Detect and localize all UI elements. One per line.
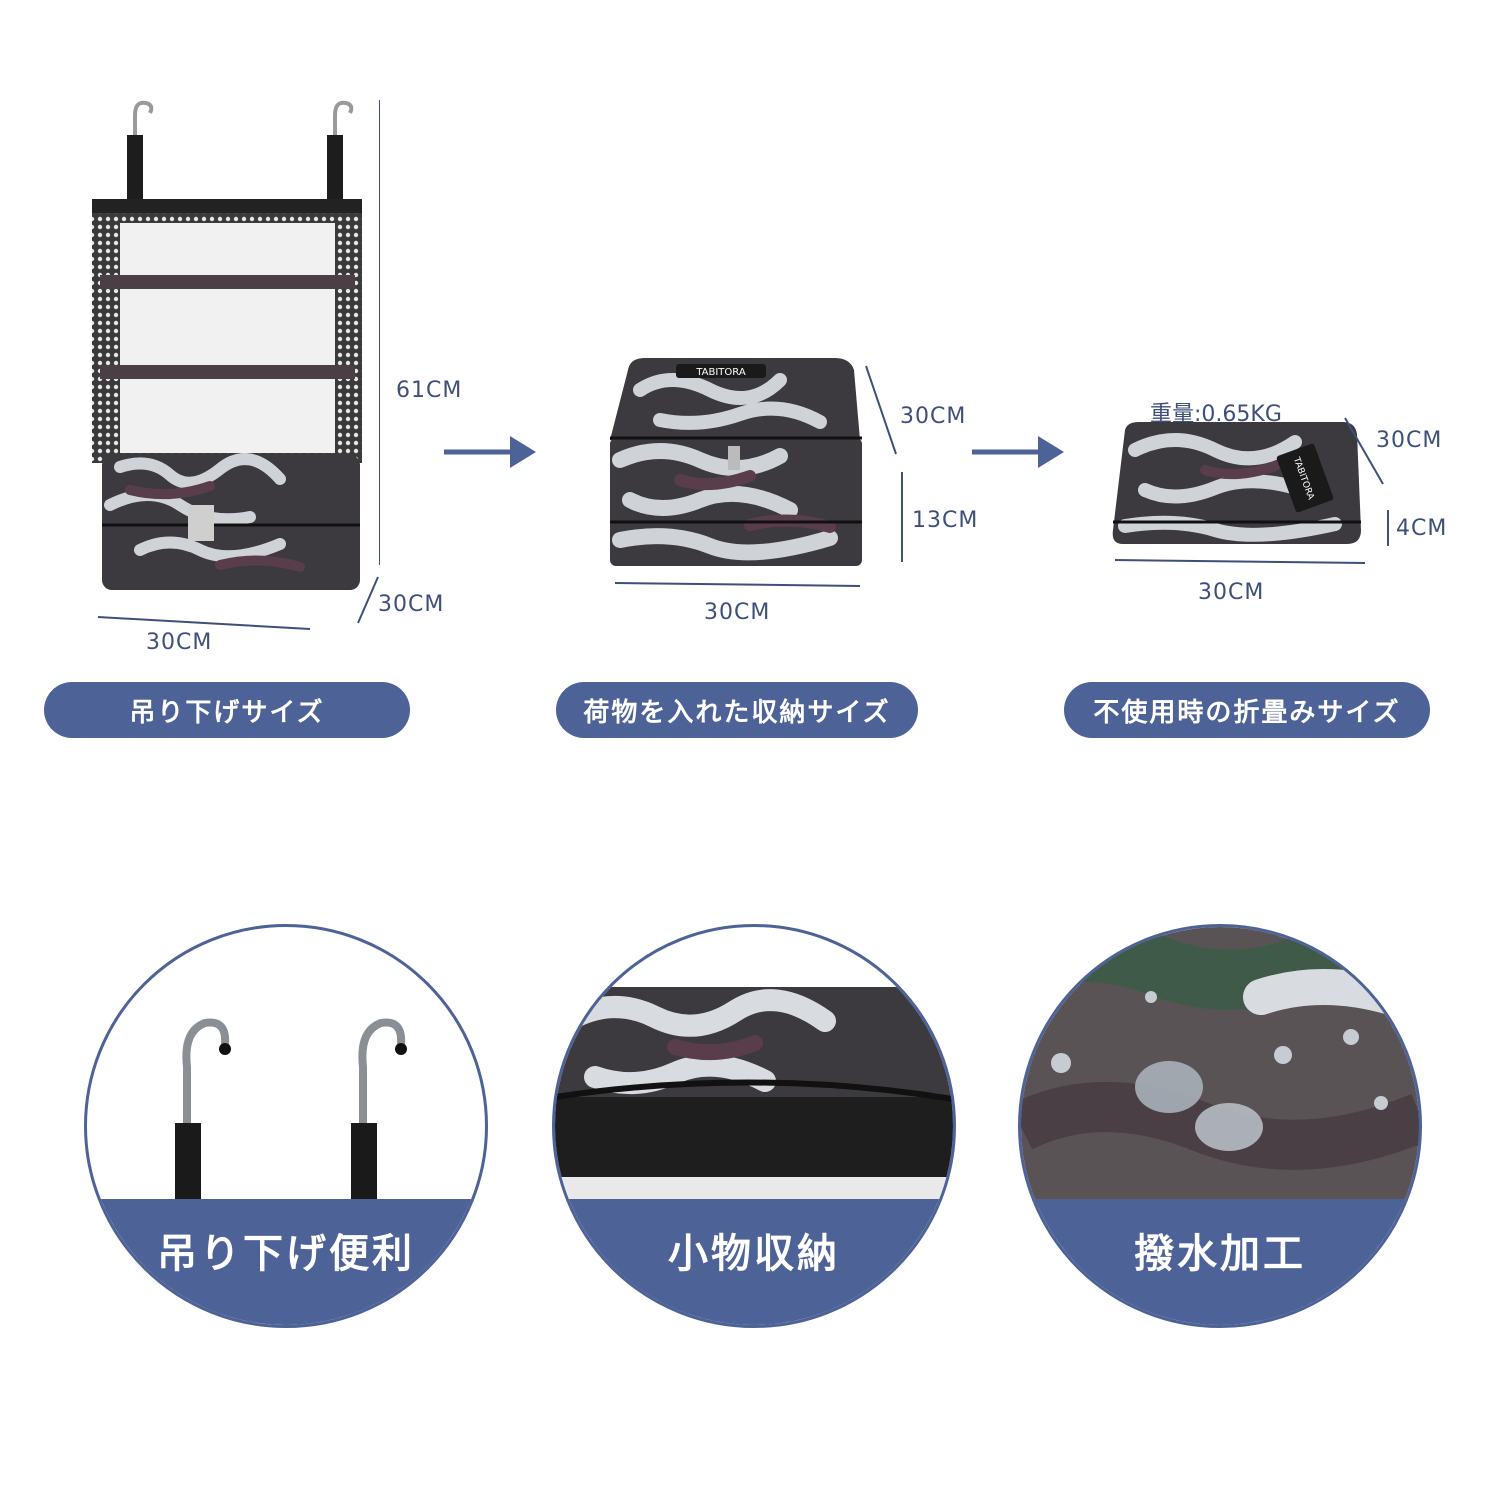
hanging-size-pill: 吊り下げサイズ — [44, 682, 410, 738]
feature-hanging-circle: 吊り下げ便利 — [84, 924, 488, 1328]
arrow-right-icon — [444, 436, 536, 468]
hanging-depth-label: 30CM — [378, 592, 445, 617]
packed-width-label: 30CM — [704, 600, 771, 625]
packed-depth-label: 30CM — [900, 404, 967, 429]
packed-size-pill: 荷物を入れた収納サイズ — [556, 682, 918, 738]
arrow-right-icon — [972, 436, 1064, 468]
packed-cube-brand: TABITORA — [695, 367, 746, 378]
folded-width-label: 30CM — [1198, 580, 1265, 605]
feature-label: 小物収納 — [555, 1199, 953, 1325]
folded-bag-image: TABITORA — [1112, 417, 1389, 564]
packed-height-label: 13CM — [912, 508, 979, 533]
feature-label: 吊り下げ便利 — [87, 1199, 485, 1325]
packed-cube-image: TABITORA — [610, 358, 903, 587]
hanging-organizer-image — [92, 100, 380, 630]
water-drop-icon — [1021, 927, 1419, 1207]
feature-waterproof-circle: 撥水加工 — [1018, 924, 1422, 1328]
folded-depth-label: 30CM — [1376, 428, 1443, 453]
hook-icon — [175, 1018, 407, 1203]
hanging-width-label: 30CM — [146, 630, 213, 655]
folded-size-pill: 不使用時の折畳みサイズ — [1064, 682, 1430, 738]
folded-height-label: 4CM — [1396, 516, 1448, 541]
hanging-height-label: 61CM — [396, 378, 463, 403]
feature-label: 撥水加工 — [1021, 1199, 1419, 1325]
feature-storage-circle: 小物収納 — [552, 924, 956, 1328]
